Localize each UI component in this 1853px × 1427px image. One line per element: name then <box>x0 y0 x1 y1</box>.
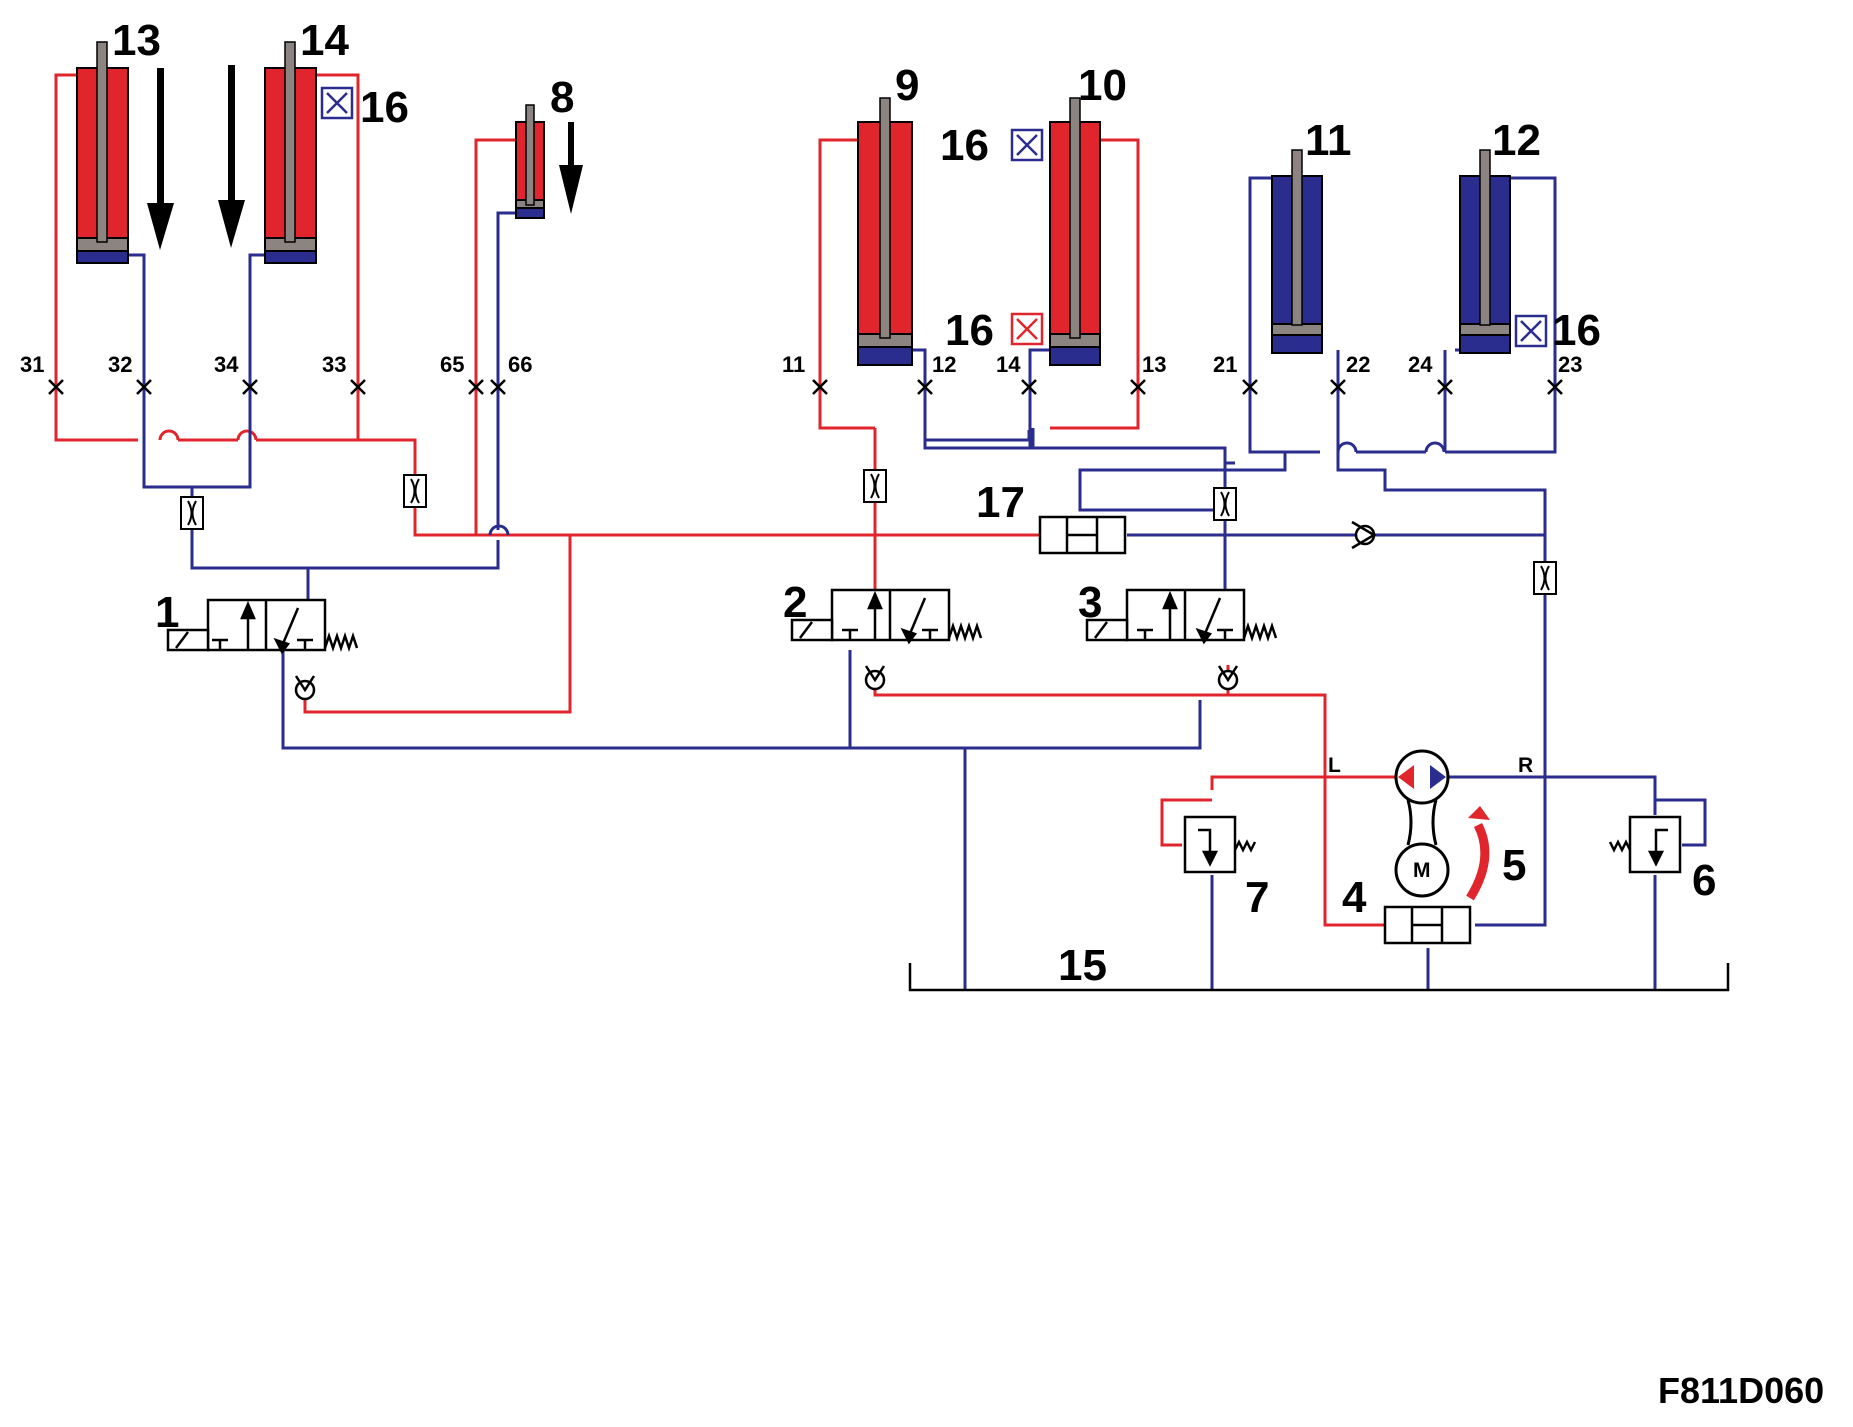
rotation-arrow-icon <box>1466 806 1490 901</box>
pump-icon <box>1394 749 1450 805</box>
port-66: 66 <box>508 352 532 377</box>
port-21: 21 <box>1213 352 1237 377</box>
label-accumulator-17: 17 <box>976 478 1025 527</box>
directional-valve-3 <box>1085 588 1278 691</box>
port-31: 31 <box>20 352 44 377</box>
down-arrow-icon <box>147 68 174 250</box>
port-13: 13 <box>1142 352 1166 377</box>
port-24: 24 <box>1408 352 1433 377</box>
label-motor-5: 5 <box>1502 841 1526 890</box>
accumulator-17 <box>1038 515 1127 555</box>
cylinder-12 <box>1459 149 1511 354</box>
label-valve-1: 1 <box>155 588 179 637</box>
return-lines <box>128 176 1707 990</box>
pressure-lines <box>54 73 1398 927</box>
test-point-marks <box>48 379 1563 395</box>
throttle-icon <box>1213 487 1237 521</box>
label-tank-15: 15 <box>1058 941 1107 990</box>
directional-valve-1 <box>166 598 359 701</box>
relief-valve-6 <box>1608 815 1682 874</box>
check-valve-icon <box>1351 520 1377 550</box>
port-33: 33 <box>322 352 346 377</box>
valve-4 <box>1383 905 1472 945</box>
label-cylinder-11: 11 <box>1305 116 1352 165</box>
cylinder-9 <box>857 97 913 366</box>
throttle-icon <box>403 474 427 508</box>
port-23: 23 <box>1558 352 1582 377</box>
label-relief-6: 6 <box>1692 856 1716 905</box>
label-cylinder-8: 8 <box>550 73 574 122</box>
port-34: 34 <box>214 352 239 377</box>
cylinder-13 <box>76 41 129 264</box>
label-cylinder-12: 12 <box>1492 116 1541 165</box>
electric-motor-icon <box>1394 842 1450 898</box>
cylinder-10 <box>1049 97 1101 366</box>
down-arrow-icon <box>559 122 583 214</box>
motor-symbol: M <box>1413 859 1431 882</box>
port-22: 22 <box>1346 352 1370 377</box>
throttle-icon <box>180 496 204 530</box>
label-cylinder-13: 13 <box>112 16 161 65</box>
port-32: 32 <box>108 352 132 377</box>
pump-shaft <box>1406 799 1438 846</box>
tank <box>908 963 1730 992</box>
position-sensor-icon <box>1010 128 1044 162</box>
label-cylinder-10: 10 <box>1078 61 1127 110</box>
pump-port-l: L <box>1328 754 1341 777</box>
label-valve-2: 2 <box>783 578 807 627</box>
position-sensor-icon <box>320 86 354 120</box>
relief-valve-7 <box>1183 815 1257 874</box>
throttle-icon <box>863 469 887 503</box>
label-sensor-16: 16 <box>1552 306 1601 355</box>
port-12: 12 <box>932 352 956 377</box>
port-65: 65 <box>440 352 464 377</box>
position-sensor-icon <box>1010 312 1044 346</box>
directional-valve-2 <box>790 588 983 691</box>
label-valve-4: 4 <box>1342 873 1367 922</box>
port-14: 14 <box>996 352 1021 377</box>
cylinder-8 <box>515 104 545 219</box>
position-sensor-icon <box>1514 314 1548 348</box>
label-relief-7: 7 <box>1245 873 1269 922</box>
throttle-icon <box>1533 561 1557 595</box>
label-sensor-16: 16 <box>940 121 989 170</box>
label-valve-3: 3 <box>1078 578 1102 627</box>
label-sensor-16: 16 <box>945 306 994 355</box>
pump-port-r: R <box>1518 754 1533 777</box>
label-cylinder-14: 14 <box>300 16 349 65</box>
drawing-code: F811D060 <box>1658 1370 1824 1411</box>
cylinder-11 <box>1271 149 1323 354</box>
label-cylinder-9: 9 <box>895 61 919 110</box>
port-11: 11 <box>782 352 805 377</box>
label-sensor-16: 16 <box>360 83 409 132</box>
down-arrow-icon <box>218 65 245 248</box>
cylinder-14 <box>264 41 317 264</box>
